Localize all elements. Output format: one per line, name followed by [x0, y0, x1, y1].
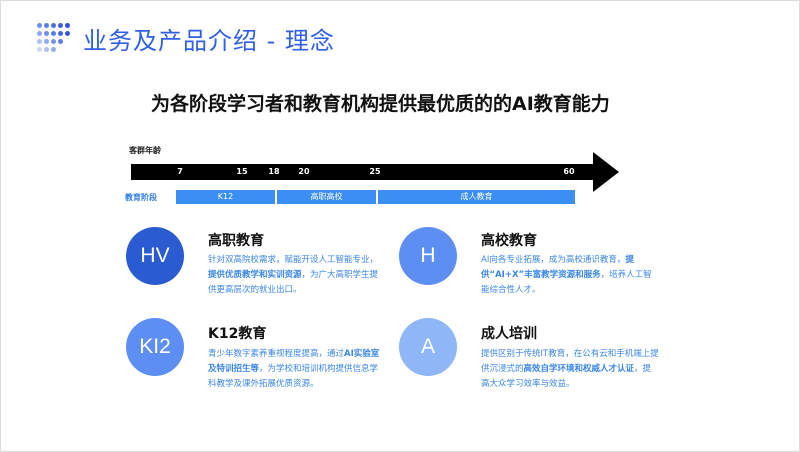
- age-tick: 60: [563, 167, 575, 176]
- age-tick: 7: [177, 167, 183, 176]
- k12-section-title: K12教育: [208, 326, 267, 342]
- a-circle-icon: A: [399, 318, 457, 376]
- page-title: 业务及产品介绍 - 理念: [83, 27, 335, 55]
- hv-circle-icon: HV: [126, 227, 184, 285]
- a-section-desc: 提供区别于传统IT教育，在公有云和手机端上提供沉浸式的高效自学环境和权威人才认证…: [481, 349, 659, 389]
- age-tick: 15: [236, 167, 248, 176]
- h-section-desc: AI向各专业拓展，成为高校通识教育，提供“AI+X”丰富教学资源和服务，培养人工…: [481, 255, 652, 295]
- arrow-head-icon: [593, 152, 619, 192]
- stage-vocational-university: 高职高校: [277, 190, 376, 204]
- stage-axis-label: 教育阶段: [125, 193, 157, 202]
- hv-section-desc: 针对双高院校需求，赋能开设人工智能专业，提供优质教学和实训资源，为广大高职学生提…: [208, 255, 379, 295]
- age-tick: 18: [268, 167, 280, 176]
- logo-dots-icon: [37, 23, 71, 53]
- h-circle-icon: H: [399, 227, 457, 285]
- stage-k12: K12: [176, 190, 275, 204]
- age-tick: 20: [298, 167, 310, 176]
- a-section-title: 成人培训: [481, 326, 537, 342]
- age-arrow-bar: [131, 164, 599, 180]
- page-subtitle: 为各阶段学习者和教育机构提供最优质的的AI教育能力: [151, 93, 610, 115]
- k12-section-desc: 青少年数字素养重视程度提高，通过AI实验室及特训招生等，为学校和培训机构提供信息…: [208, 349, 380, 389]
- h-section-title: 高校教育: [481, 233, 537, 249]
- age-tick: 25: [369, 167, 381, 176]
- stage-adult: 成人教育: [378, 190, 575, 204]
- age-axis-label: 客群年龄: [129, 146, 161, 155]
- k12-circle-icon: KI2: [126, 318, 184, 376]
- hv-section-title: 高职教育: [208, 233, 264, 249]
